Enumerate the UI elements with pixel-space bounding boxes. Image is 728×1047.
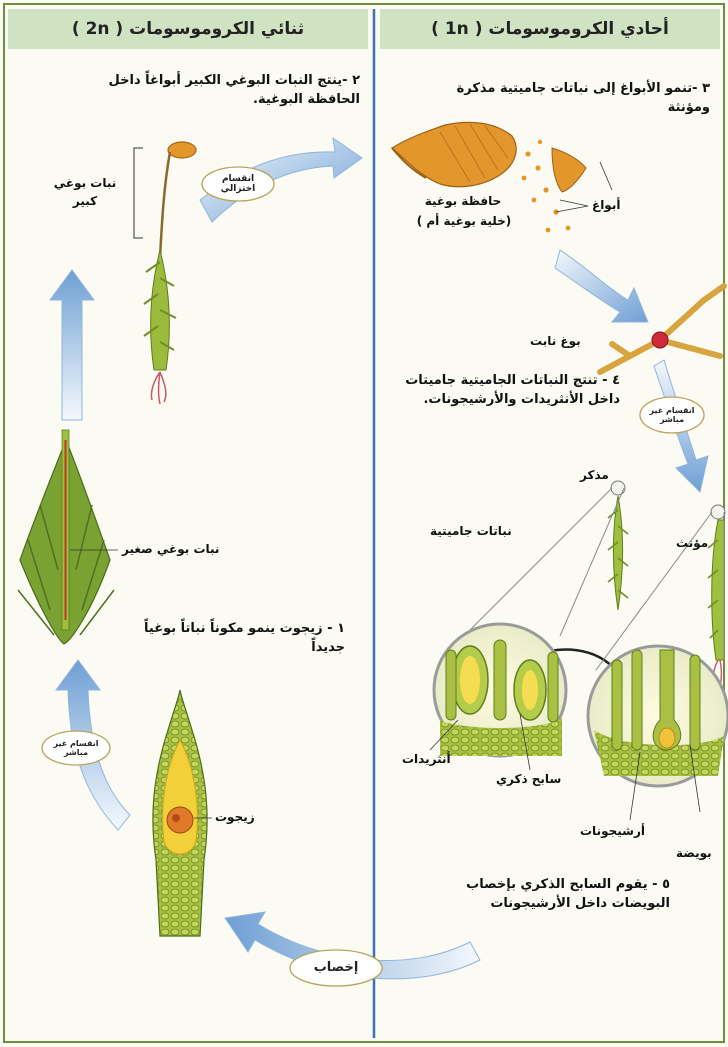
female-gametophyte-illustration	[708, 505, 725, 686]
gametophytes-label: نباتات جاميتية	[430, 524, 512, 538]
archegonia-label: أرشيجونات	[580, 824, 645, 838]
step-5-text: ٥ - يقوم السابح الذكري بإخصاب البويضات د…	[420, 876, 670, 914]
sperm-label: سابح ذكري	[496, 772, 561, 786]
egg-label: بويضة	[676, 846, 712, 860]
spores-label: أبواغ	[592, 198, 620, 212]
antheridia-label: أنثريدات	[402, 752, 451, 766]
spores-leader-2	[556, 206, 588, 212]
zygote-illustration	[153, 690, 207, 936]
male-label: مذكر	[580, 468, 609, 482]
capsule-label: حافظة بوغية	[408, 194, 518, 208]
male-gametophyte-illustration	[608, 481, 628, 610]
germinating-spore-dot	[652, 332, 668, 348]
step-2-text: ٢ -ينتج النبات البوغي الكبير أبواغاً داخ…	[60, 72, 360, 110]
small-sporophyte-illustration	[18, 430, 114, 644]
capsule-illustration	[392, 122, 586, 192]
large-sporophyte-label: نبات بوغي كبير	[44, 174, 126, 210]
female-label: مؤنث	[676, 536, 708, 550]
step-1-text: ١ - زيجوت ينمو مكوناً نباتاً بوغياً جديد…	[130, 620, 345, 658]
mother-cell-label: (خلية بوغية أم )	[402, 214, 526, 228]
antheridia-detail-circle	[434, 624, 566, 756]
archegonia-detail-circle	[588, 646, 728, 786]
arrow-spores-to-protonema	[555, 250, 648, 322]
meiosis-caption: انقسام اختزالي	[204, 170, 272, 198]
fertilization-caption: إخصاب	[292, 956, 380, 980]
mitosis-left-caption: انقسام غير مباشر	[46, 733, 106, 763]
large-sporophyte-illustration	[144, 142, 196, 404]
sporophyte-bracket	[134, 148, 143, 238]
germinating-spore-label: بوغ نابت	[530, 334, 581, 348]
capsule-leader	[600, 162, 612, 190]
spores-leader	[560, 200, 588, 206]
step-4-text: ٤ - تنتج النباتات الجاميتية جاميتات داخل…	[390, 372, 620, 410]
arrow-up-upper	[50, 270, 94, 420]
haploid-header: أحادي الكروموسومات ( 1n )	[380, 9, 720, 49]
diploid-header: ثنائي الكروموسومات ( 2n )	[8, 9, 368, 49]
mitosis-right-caption: انقسام غير مباشر	[644, 400, 700, 430]
zygote-label: زيجوت	[215, 810, 255, 824]
step-3-text: ٣ -تنمو الأبواغ إلى نباتات جاميتية مذكرة…	[410, 80, 710, 118]
small-sporophyte-label: نبات بوغي صغير	[122, 542, 219, 556]
